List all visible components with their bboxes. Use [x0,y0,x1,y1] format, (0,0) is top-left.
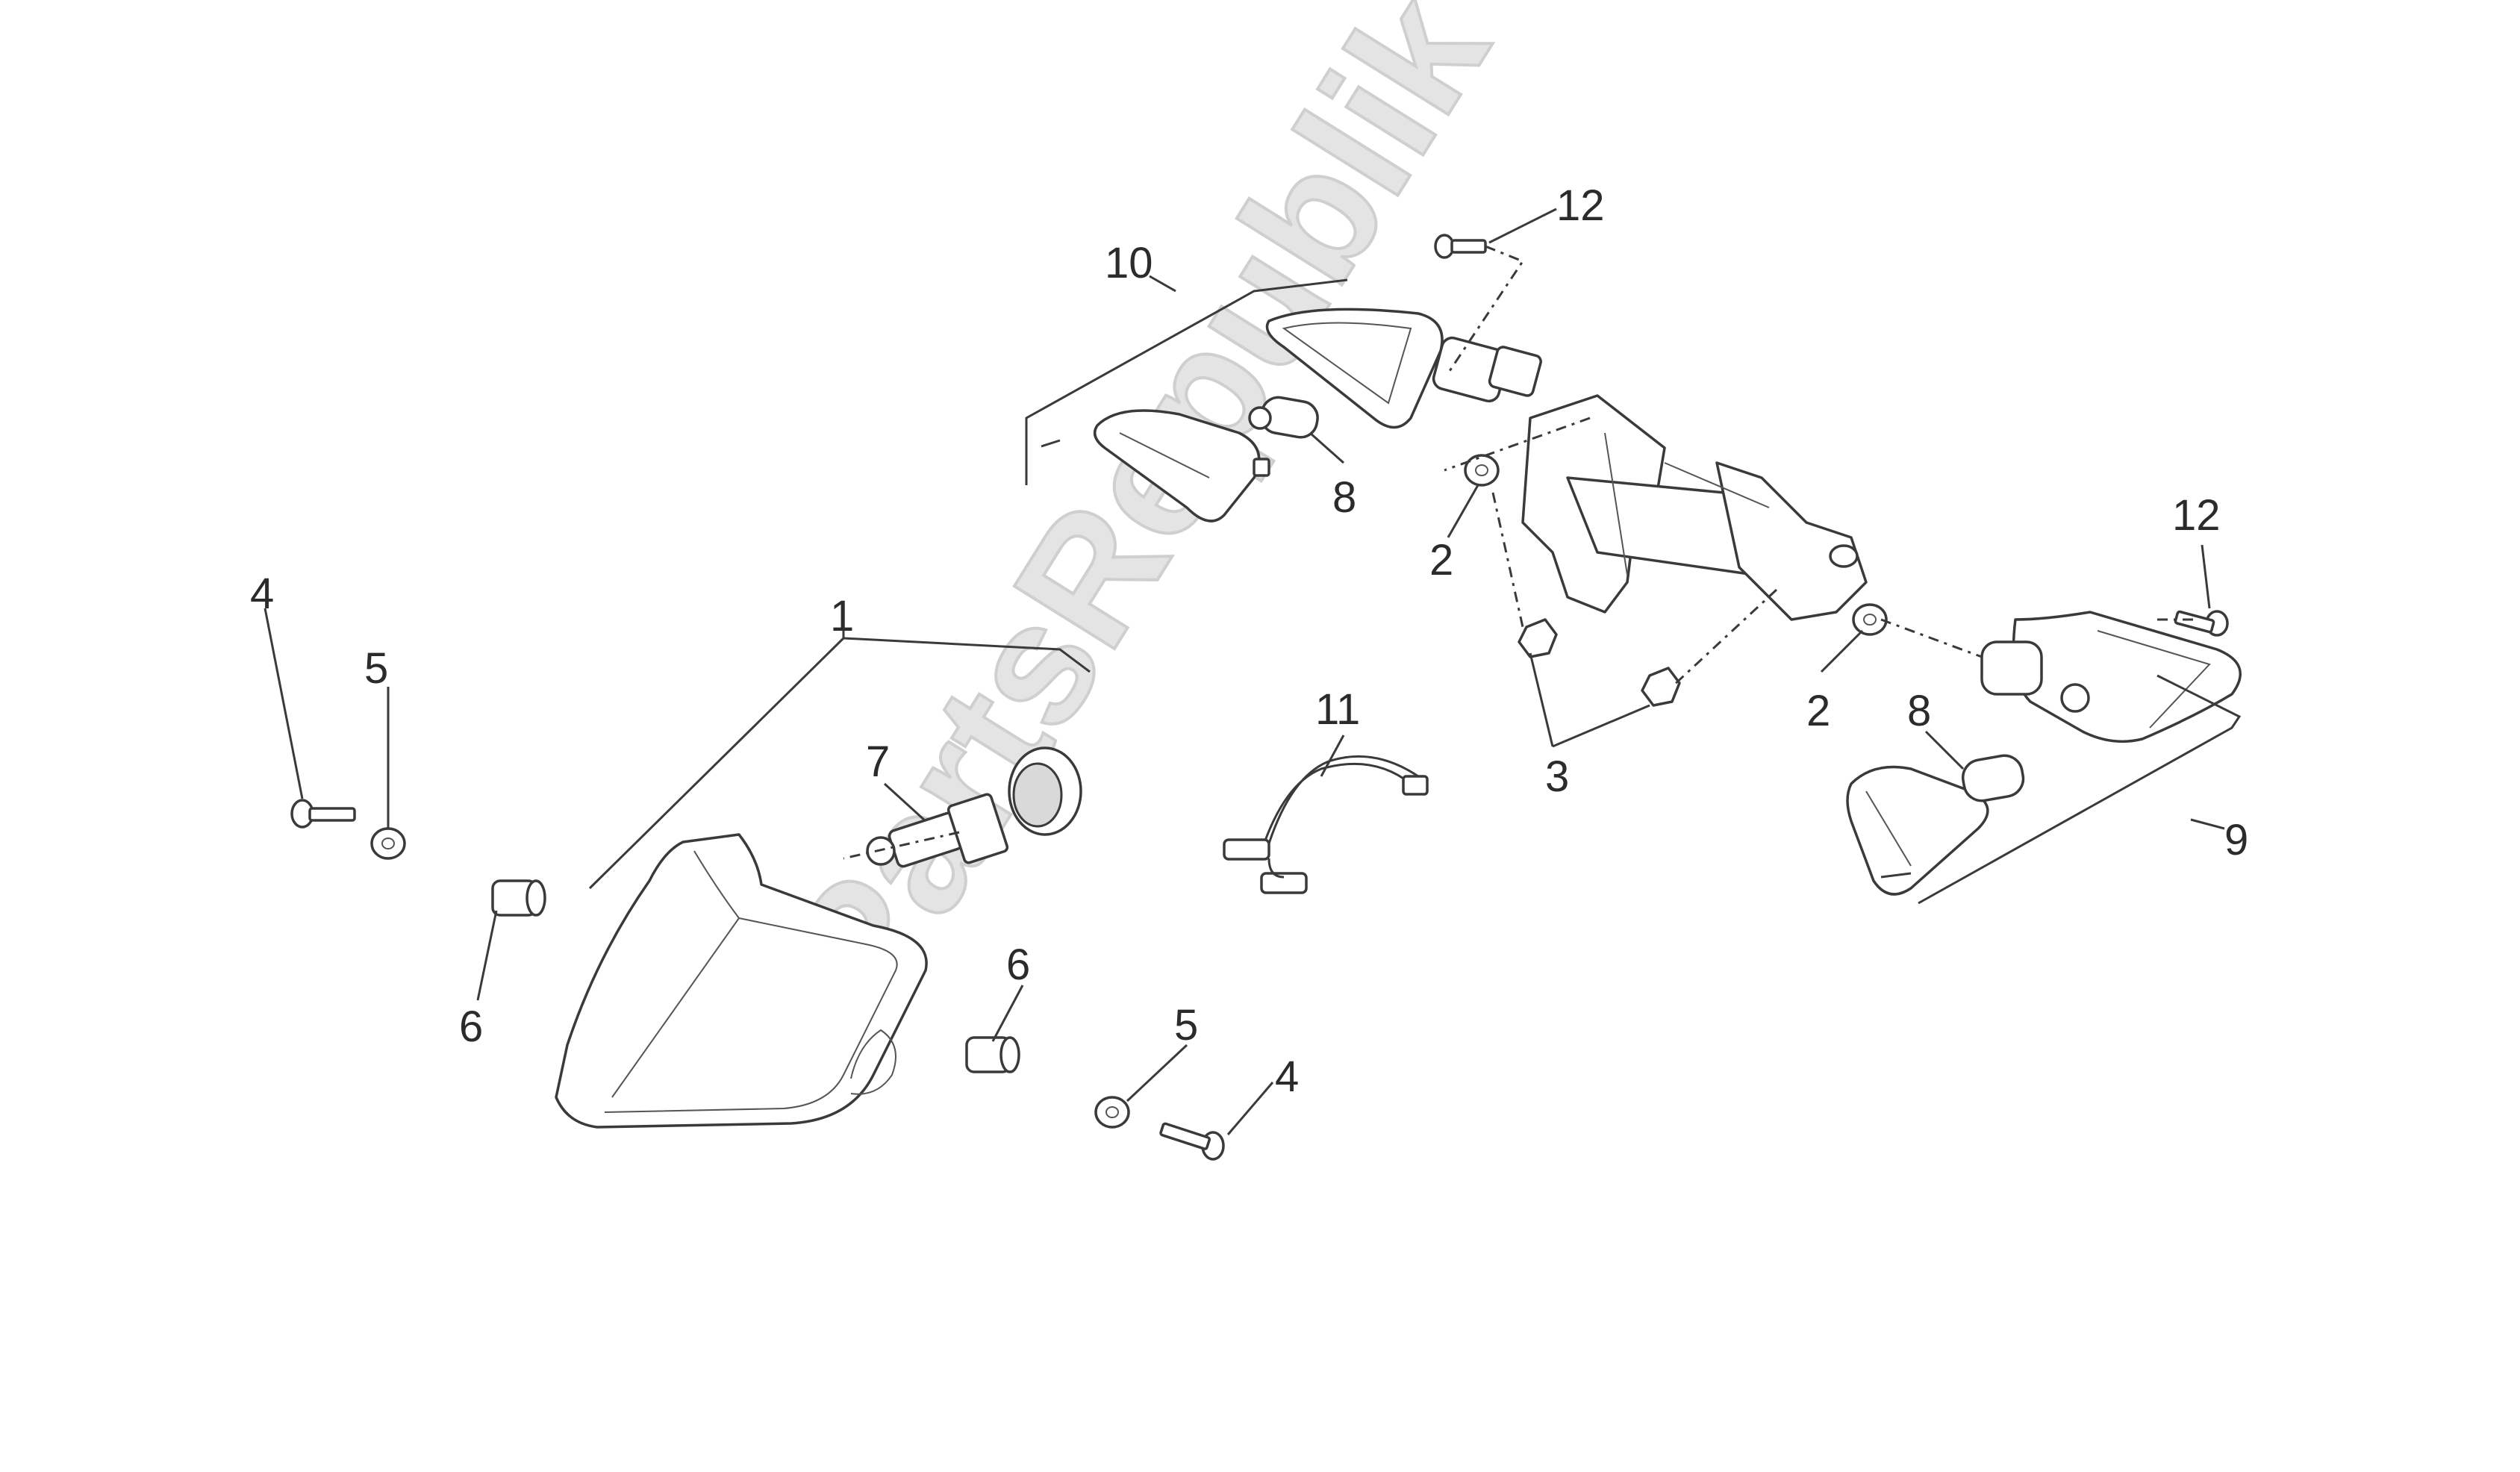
screw-12-right [2174,610,2229,637]
dust-cap [1008,746,1082,836]
watermark: PartsRepublik [749,0,1524,1042]
rubber-bushing-right [965,1036,1020,1073]
washer-2-left [1464,454,1500,487]
washer-2-right [1852,603,1888,636]
callout-3: 3 [1545,752,1569,801]
callout-8-front: 8 [1332,473,1356,522]
callout-12-right: 12 [2172,491,2221,540]
mounting-bracket [1521,394,1868,621]
leader-lines [263,208,2242,1135]
callout-11: 11 [1315,685,1360,734]
callout-9: 9 [2224,816,2248,864]
screw-left [290,799,356,829]
callout-4-left: 4 [250,570,274,618]
callout-2-left: 2 [1429,536,1453,584]
washer-left [370,827,406,860]
callout-10: 10 [1105,239,1153,287]
assembly-centerlines [843,245,2198,860]
callout-12-top: 12 [1556,181,1605,230]
indicator-bulb-rear [1961,754,2025,802]
rubber-bushing-left [491,879,546,917]
nut-3-right [1641,667,1681,707]
indicator-front-lower [1093,409,1270,523]
washer-right [1094,1096,1130,1129]
indicator-front-upper [1265,308,1542,429]
callout-8-rear: 8 [1907,687,1931,735]
nut-3-left [1518,618,1558,658]
callout-5-right: 5 [1174,1001,1198,1050]
small-screw-front [1041,439,1061,448]
callout-6-right: 6 [1006,941,1030,989]
callout-1: 1 [830,592,854,640]
wiring-harness [1223,755,1429,894]
screw-12-top [1434,234,1487,259]
indicator-rear-lower [1846,765,1989,896]
callout-4-right: 4 [1275,1052,1299,1101]
indicator-rear-upper [1980,611,2242,743]
callout-6-left: 6 [459,1002,483,1051]
screw-right [1159,1122,1225,1161]
headlight-housing [555,833,928,1129]
callout-5-left: 5 [364,644,388,693]
callout-7: 7 [866,737,890,786]
indicator-bulb-front [1248,396,1319,439]
callout-2-right: 2 [1806,687,1830,735]
callout-labels: 1 2 2 3 4 4 5 5 6 6 7 8 8 9 10 11 12 12 [250,181,2248,1101]
